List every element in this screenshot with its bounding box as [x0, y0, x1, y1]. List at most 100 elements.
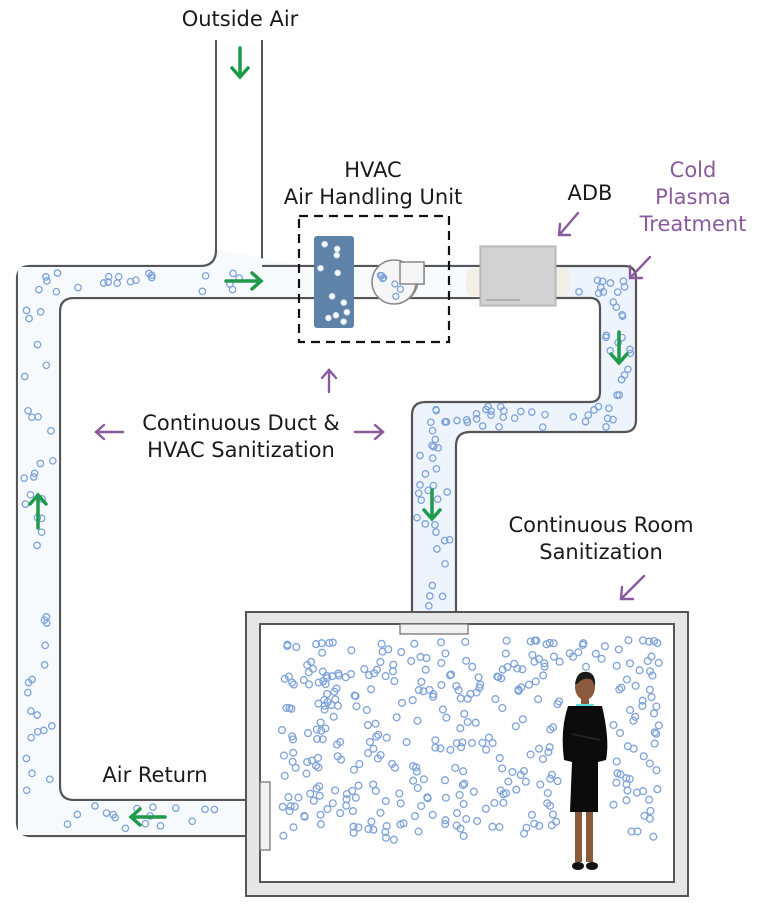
particle: [600, 642, 609, 651]
particle: [652, 766, 661, 775]
particle: [540, 662, 549, 671]
particle: [397, 648, 406, 657]
particle: [471, 718, 480, 727]
particle: [432, 464, 441, 473]
particle: [458, 780, 467, 790]
particle: [631, 681, 640, 690]
particle: [289, 823, 298, 832]
particle: [328, 799, 337, 808]
particle: [478, 738, 487, 747]
particle: [459, 799, 468, 809]
particle: [545, 743, 554, 752]
hvac-ahu-label: HVAC Air Handling Unit: [263, 157, 483, 211]
particle: [504, 777, 513, 786]
particle: [649, 832, 658, 841]
particle: [412, 767, 421, 776]
particle: [35, 285, 43, 294]
particle: [654, 721, 663, 730]
particle: [424, 602, 433, 610]
particle: [437, 658, 446, 668]
particle: [104, 272, 113, 281]
particle: [413, 513, 421, 522]
particle: [593, 276, 602, 285]
particle: [376, 808, 385, 817]
particle: [458, 738, 467, 747]
particle: [626, 705, 635, 715]
particle: [462, 656, 471, 665]
particle: [487, 411, 495, 420]
duct-sanitization-right-arrow: [353, 423, 385, 441]
particle: [591, 649, 600, 658]
particle: [278, 802, 287, 811]
particle: [624, 636, 633, 645]
particle: [29, 473, 38, 481]
particle: [614, 645, 623, 654]
particle: [376, 657, 385, 666]
airflow-arrow-supply-drop-down: [422, 488, 442, 522]
particle: [349, 822, 358, 831]
particle: [304, 668, 313, 677]
particle: [597, 654, 606, 663]
particle: [438, 592, 447, 601]
particle: [171, 804, 180, 812]
particle: [290, 802, 299, 811]
particle: [303, 729, 313, 738]
particle: [417, 801, 426, 811]
particle: [612, 661, 621, 670]
particle: [511, 722, 520, 731]
particle: [459, 767, 468, 776]
particle: [498, 665, 507, 674]
particle: [594, 402, 603, 411]
particle: [321, 680, 330, 689]
air-return-label: Air Return: [102, 763, 208, 787]
particle: [451, 763, 460, 772]
particle: [328, 638, 337, 647]
particle: [649, 709, 659, 718]
particle: [612, 757, 621, 766]
particle: [429, 692, 438, 701]
particle: [619, 277, 628, 285]
particle: [286, 802, 295, 811]
particle: [307, 756, 316, 765]
particle: [526, 637, 535, 646]
particle: [372, 732, 381, 741]
airflow-arrows: [28, 46, 629, 827]
filter: [314, 236, 354, 328]
particle: [374, 730, 383, 739]
particle: [313, 734, 322, 744]
particle: [369, 744, 378, 753]
particle: [333, 245, 341, 253]
particle: [521, 777, 530, 786]
particle: [48, 456, 57, 465]
particle: [395, 789, 404, 798]
particle: [620, 371, 629, 379]
particle: [416, 652, 425, 661]
particle: [518, 715, 527, 724]
particle: [426, 418, 435, 427]
particle: [455, 790, 464, 800]
occupant: [562, 671, 608, 870]
particle: [428, 454, 437, 463]
particle: [28, 413, 36, 422]
particle: [495, 754, 504, 763]
particle: [47, 722, 56, 730]
particle: [316, 810, 325, 819]
particle: [316, 820, 325, 829]
duct-sanitization-label-line2: HVAC Sanitization: [147, 438, 335, 462]
particle: [441, 793, 450, 802]
particle: [499, 798, 508, 807]
particle: [332, 740, 342, 749]
particle: [147, 271, 156, 280]
particle: [283, 641, 292, 651]
particle: [334, 269, 341, 277]
particle: [616, 728, 625, 738]
particle: [452, 681, 461, 691]
particle: [315, 791, 324, 800]
particle: [36, 459, 45, 468]
particle: [446, 745, 455, 754]
particle: [482, 745, 491, 754]
particle: [277, 726, 287, 735]
particle: [343, 308, 351, 316]
particle: [622, 796, 631, 805]
airflow-arrow-supply-riser-down: [609, 330, 629, 366]
